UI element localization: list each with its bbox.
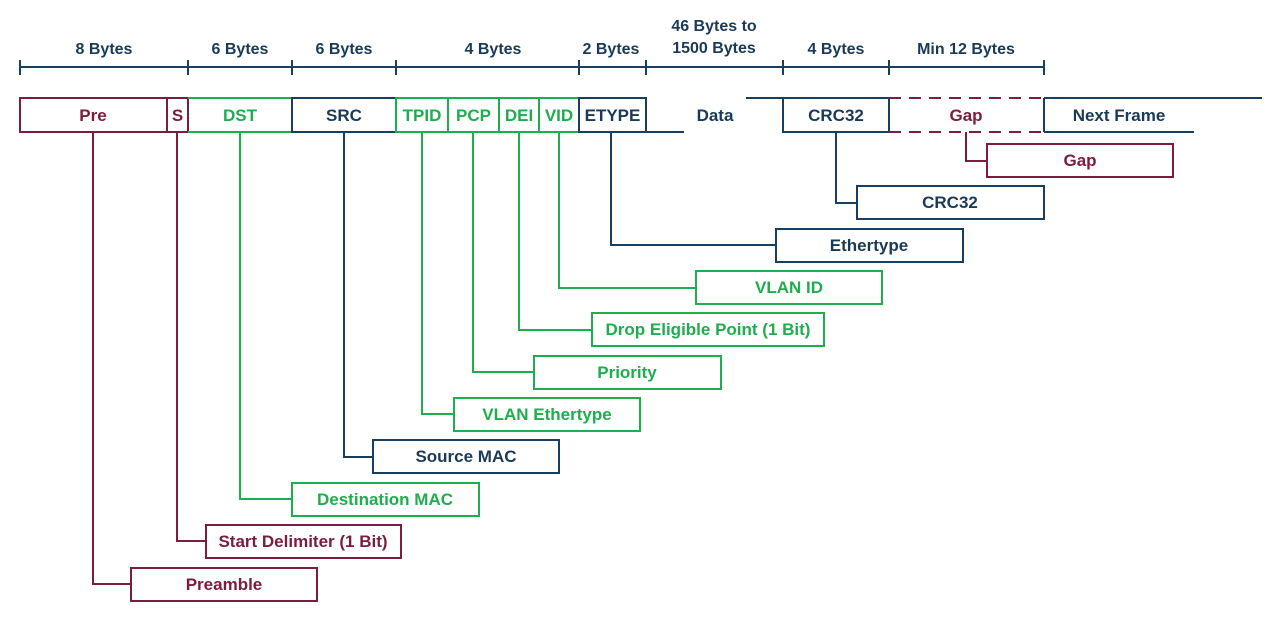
callout-dei-box (591, 312, 825, 347)
header-etype-size: 2 Bytes (583, 41, 640, 58)
header-data-size-line1: 46 Bytes to (671, 18, 757, 35)
field-preamble-label: Pre (79, 106, 106, 125)
callout-dei-label: Drop Eligible Point (1 Bit) (606, 320, 811, 339)
leader-start-delimiter (176, 132, 206, 542)
header-dst-size: 6 Bytes (212, 41, 269, 58)
frame-field-labels: Pre S DST SRC TPID PCP DEI VID ETYPE Dat… (79, 106, 1165, 125)
leader-dei (518, 132, 592, 331)
field-s-label: S (172, 106, 183, 125)
header-preamble-size: 8 Bytes (76, 41, 133, 58)
leader-source-mac (343, 132, 373, 458)
header-src-size: 6 Bytes (316, 41, 373, 58)
field-vid-label: VID (545, 106, 573, 125)
callout-vlan-ethertype-box (453, 397, 641, 432)
field-next-frame-box (1043, 97, 1262, 133)
callout-preamble-box (130, 567, 318, 602)
callout-preamble-label: Preamble (186, 575, 263, 594)
callout-priority-box (533, 355, 722, 390)
leader-priority (472, 132, 534, 373)
callout-destination-mac-label: Destination MAC (317, 490, 453, 509)
leader-vlan-id (558, 132, 696, 289)
callout-crc-label: CRC32 (922, 193, 978, 212)
field-pcp-label: PCP (456, 106, 491, 125)
callout-vlan-id-box (695, 270, 883, 305)
callout-vlan-id-label: VLAN ID (755, 278, 823, 297)
field-etype-box (578, 97, 647, 133)
byte-size-bracket (19, 60, 1045, 75)
callout-gap-box (986, 143, 1174, 178)
leader-crc (835, 132, 857, 204)
leader-gap (965, 132, 987, 162)
leader-ethertype (610, 132, 776, 246)
callout-start-delimiter-box (205, 524, 402, 559)
callouts: Gap CRC32 Ethertype VLAN ID Drop Eligibl… (130, 143, 1174, 602)
leader-lines (92, 132, 987, 585)
header-gap-size: Min 12 Bytes (917, 41, 1015, 58)
callout-priority-label: Priority (597, 363, 657, 382)
field-gap-label: Gap (949, 106, 982, 125)
callout-ethertype-label: Ethertype (830, 236, 908, 255)
callout-start-delimiter-label: Start Delimiter (1 Bit) (218, 532, 387, 551)
leader-destination-mac (239, 132, 292, 500)
header-data-size-line2: 1500 Bytes (672, 40, 756, 57)
callout-gap-label: Gap (1063, 151, 1096, 170)
callout-source-mac-label: Source MAC (415, 447, 516, 466)
field-etype-label: ETYPE (585, 106, 641, 125)
field-src-label: SRC (326, 106, 362, 125)
field-dst-label: DST (223, 106, 258, 125)
byte-size-headers: 8 Bytes 6 Bytes 6 Bytes 4 Bytes 2 Bytes … (76, 18, 1015, 58)
callout-crc-box (856, 185, 1045, 220)
callout-source-mac-box (372, 439, 560, 474)
callout-vlan-ethertype-label: VLAN Ethertype (482, 405, 611, 424)
field-crc-label: CRC32 (808, 106, 864, 125)
leader-vlan-ethertype (421, 132, 454, 415)
field-data-box (646, 97, 783, 133)
callout-destination-mac-box (291, 482, 480, 517)
leader-preamble (92, 132, 131, 585)
field-tpid-label: TPID (403, 106, 442, 125)
field-data-label: Data (697, 106, 734, 125)
header-crc-size: 4 Bytes (808, 41, 865, 58)
field-dei-label: DEI (505, 106, 533, 125)
field-gap-box (889, 97, 1044, 133)
header-vlan-size: 4 Bytes (465, 41, 522, 58)
field-next-frame-label: Next Frame (1073, 106, 1166, 125)
callout-ethertype-box (775, 228, 964, 263)
